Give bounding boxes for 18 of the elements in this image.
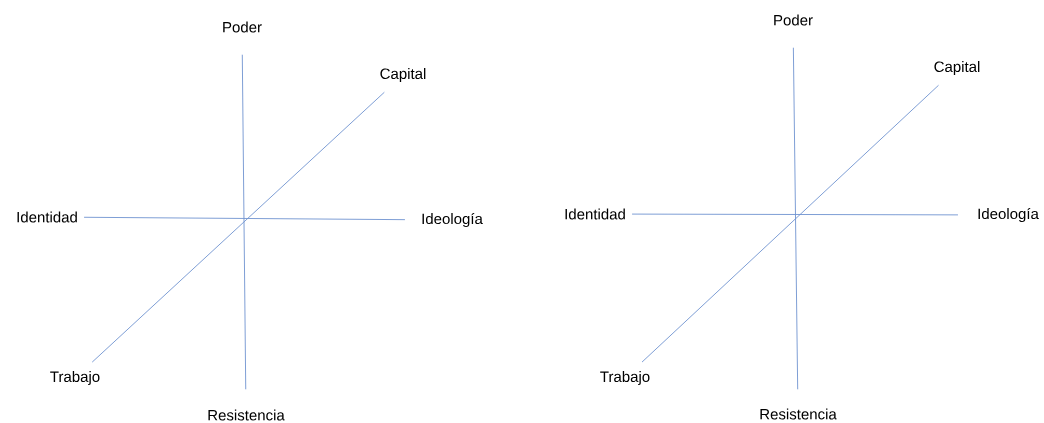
axis-line xyxy=(91,91,385,363)
axis-label: Ideología xyxy=(422,212,483,228)
axis-line xyxy=(241,54,247,390)
axis-label: Resistencia xyxy=(208,409,285,421)
axis-line xyxy=(792,47,799,390)
axis-line xyxy=(631,213,959,216)
axis-label: Trabajo xyxy=(600,371,650,385)
axis-label: Capital xyxy=(934,61,980,75)
axis-label: Resistencia xyxy=(760,408,837,420)
axis-line xyxy=(641,84,939,363)
axis-label: Ideología xyxy=(978,207,1039,223)
axis-label: Poder xyxy=(223,21,262,33)
axis-label: Identidad xyxy=(17,211,77,223)
axis-line xyxy=(83,216,406,221)
axis-label: Poder xyxy=(774,14,813,26)
axis-label: Capital xyxy=(380,68,426,82)
axis-label: Trabajo xyxy=(50,371,100,385)
axis-label: Identidad xyxy=(565,208,625,220)
